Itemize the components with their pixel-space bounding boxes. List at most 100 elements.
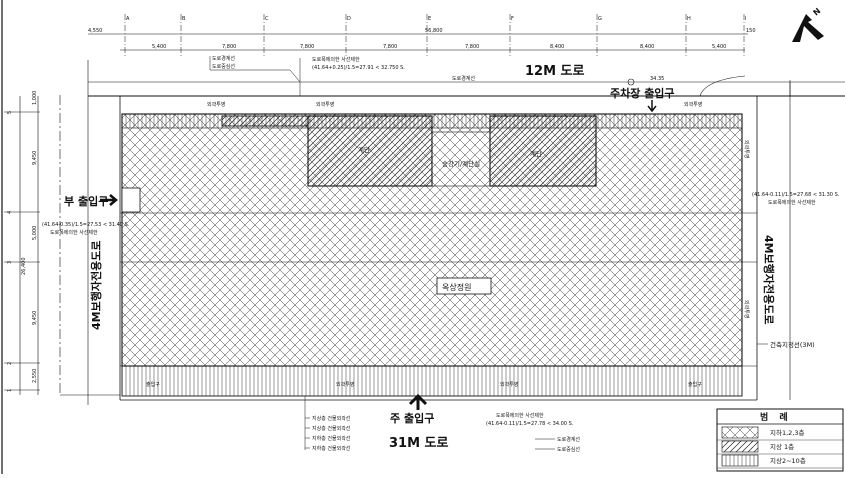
note-outline-bottom-3: 외곽투영 [500,381,518,388]
dim-top-span: 8,400 [550,44,564,50]
ground-block-stair-right [489,115,597,187]
road-south-label: 31M 도로 [389,436,449,451]
note-setback-west: 도로폭에의한 사선제한 [50,229,98,236]
legend-label: 지상 1층 [770,442,794,451]
top-dimensions: 4,550 56,800 150 5,400 7,800 7,800 7,800 7,8… [88,28,756,51]
upper-floor-strip-bottom [121,365,743,397]
grid-col-B: B [182,16,186,22]
parking-arrow-icon [647,100,657,113]
dim-left-span: 9,450 [32,151,38,165]
elevator-core [431,131,491,187]
grid-col-F: F [511,16,514,22]
side-entrance-label: 부 출입구 [64,194,108,208]
legend-label: 지하1,2,3층 [770,428,804,437]
dim-top-span: 7,800 [465,44,479,50]
note-bottom-0: 지상층 건물외곽선 [312,415,351,422]
note-setback-north: 도로폭에의한 사선제한 [312,56,360,63]
dim-top-span: 5,400 [712,44,726,50]
dim-left-span: 1,000 [32,91,38,105]
dim-top-span: 7,800 [300,44,314,50]
dim-left-offset: 4,550 [88,28,102,34]
note-setback-south: 도로폭에의한 사선제한 [496,412,544,419]
legend-swatch-cross [721,426,759,439]
benchmark-icon [627,78,635,86]
road-north-label: 12M 도로 [525,64,585,79]
note-outline-top-right: 외곽투영 [684,101,702,108]
dim-right-offset: 150 [746,28,756,34]
inner-gridlines [120,212,757,367]
row-grid: 1 2 3 4 5 [4,111,40,392]
main-entrance-label: 주 출입구 [390,411,434,425]
dim-left-span: 5,000 [32,226,38,240]
legend-swatch-vertical [721,454,759,467]
left-dimensions: 26,400 2,550 9,450 5,000 9,450 1,000 [19,91,39,395]
note-centerline-top: 도로중심선 [212,63,235,70]
note-outline-top-mid: 외곽투영 [316,101,334,108]
note-building-line: 건축지정선(3M) [770,340,815,349]
note-outline-right-1: 외곽투영 [743,140,750,158]
grid-row-1: 1 [7,389,13,392]
note-outline-bottom-1: 출입구 [146,381,160,388]
dim-34: 34.35 [650,76,664,82]
side-entrance-arrow-icon [100,194,118,206]
grid-row-2: 2 [7,362,13,365]
note-outline-bottom-2: 외곽투영 [336,381,354,388]
room-stair-left: 계단 [358,145,370,154]
note-outline-bottom-4: 출입구 [688,381,702,388]
dim-left-span: 9,450 [32,311,38,325]
grid-col-G: G [598,16,602,22]
note-boundary-top-right: 도로경계선 [452,75,475,82]
parking-entrance-label: 주차장 출입구 [610,86,675,100]
room-roof-garden: 옥상정원 [442,282,471,292]
ground-block-stair-left [307,115,433,187]
note-setback-south-formula: (41.64-0.11)/1.5=27.78 < 34.00 S. [486,421,574,427]
ground-block-top-left [221,115,309,127]
road-lines [59,56,845,405]
main-entrance-arrow-icon [408,393,428,410]
road-east-label: 4M보행자전용도로 [762,235,776,324]
note-setback-west-formula: (41.64-0.35)/1.5=27.53 < 31.40 S. [42,222,130,228]
dim-left-span: 2,550 [32,369,38,383]
north-arrow-icon: N [792,6,824,42]
side-entrance-notch [121,187,141,213]
grid-row-5: 5 [7,111,13,114]
room-elevator: 승강기/계단실 [442,159,480,168]
grid-col-I: I [745,16,746,22]
note-setback-east-formula: (41.64-0.11)/1.5=27.68 < 31.30 S. [752,192,840,198]
note-bottom-3: 지하층 건물외곽선 [312,445,351,452]
grid-row-3: 3 [7,261,13,264]
grid-col-A: A [126,16,130,22]
legend-title: 범 례 [760,411,792,423]
dim-top-span: 7,800 [383,44,397,50]
note-setback-north-formula: (41.64+0.25)/1.5=27.91 < 32.750 S. [312,65,405,71]
note-setback-east: 도로폭에의한 사선제한 [768,199,816,206]
legend-swatch-diagonal [721,440,759,453]
bottom-notes: 지상층 건물외곽선 지상층 건물외곽선 지하층 건물외곽선 지하층 건물외곽선 [304,396,351,452]
dim-left-total: 26,400 [21,258,27,276]
note-boundary-bottom: 도로경계선 [557,436,580,443]
annotation-labels: 도로경계선 도로중심선 도로폭에의한 사선제한 (41.64+0.25)/1.5… [42,55,840,453]
north-label: N [812,6,823,17]
note-outline-top-left: 외곽투영 [207,101,225,108]
note-centerline-bottom: 도로중심선 [557,446,580,453]
room-stair-right: 계단 [530,149,542,158]
note-boundary-top: 도로경계선 [212,55,235,62]
road-west-label: 4M보행자전용도로 [89,241,103,330]
dim-top-total: 56,800 [425,28,443,34]
note-bottom-1: 지상층 건물외곽선 [312,425,351,432]
legend-label: 지상2~10층 [770,456,806,465]
grid-col-H: H [687,16,691,22]
dim-top-span: 7,800 [222,44,236,50]
grid-row-4: 4 [7,211,13,214]
grid-col-D: D [347,16,351,22]
grid-col-E: E [428,16,431,22]
dim-top-span: 5,400 [152,44,166,50]
dim-top-span: 8,400 [640,44,654,50]
note-outline-right-2: 외곽투영 [743,300,750,318]
note-bottom-2: 지하층 건물외곽선 [312,435,351,442]
roof-label-box [436,277,492,295]
